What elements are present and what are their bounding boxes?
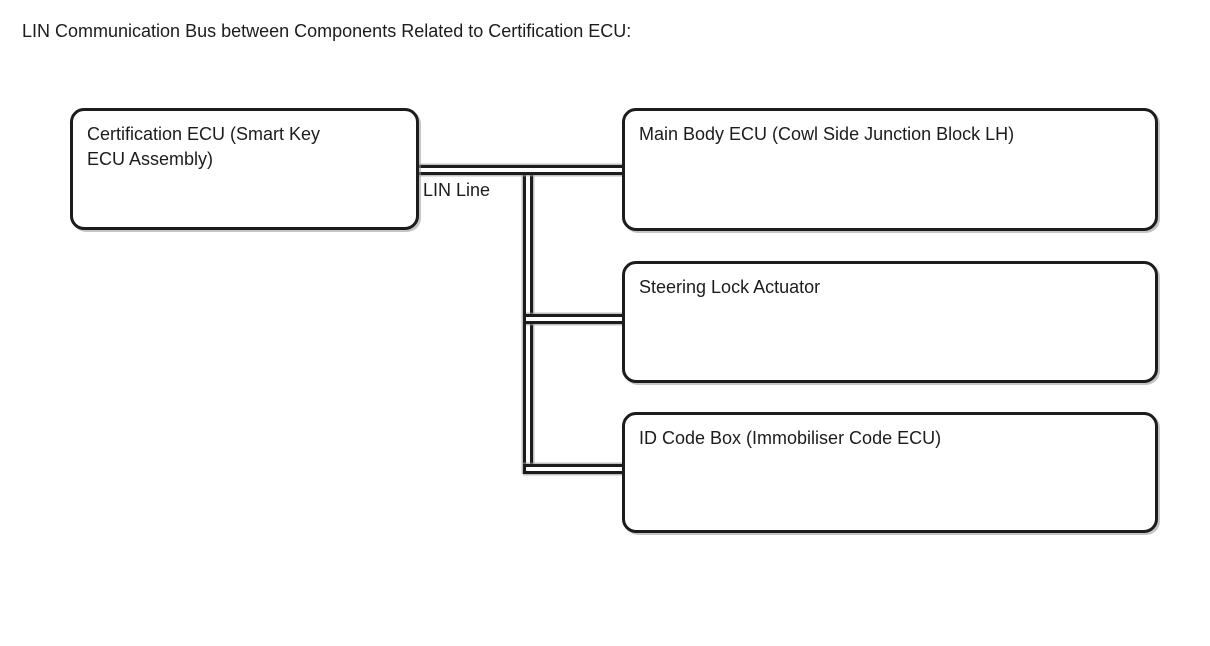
lin-line-label: LIN Line bbox=[423, 180, 491, 200]
node-id-code-box: ID Code Box (Immobiliser Code ECU) bbox=[622, 412, 1158, 533]
node-main-body-ecu: Main Body ECU (Cowl Side Junction Block … bbox=[622, 108, 1158, 231]
node-certification-ecu-label: Certification ECU (Smart Key ECU Assembl… bbox=[87, 124, 321, 169]
lin-bus-branch-id-code-box-line bbox=[523, 464, 626, 474]
node-main-body-ecu-label: Main Body ECU (Cowl Side Junction Block … bbox=[639, 124, 1015, 144]
lin-bus-main-line bbox=[416, 165, 626, 175]
node-certification-ecu: Certification ECU (Smart Key ECU Assembl… bbox=[70, 108, 419, 230]
page-title: LIN Communication Bus between Components… bbox=[22, 21, 632, 41]
node-id-code-box-label: ID Code Box (Immobiliser Code ECU) bbox=[639, 428, 942, 448]
node-steering-lock-actuator: Steering Lock Actuator bbox=[622, 261, 1158, 383]
node-steering-lock-actuator-label: Steering Lock Actuator bbox=[639, 277, 821, 297]
lin-bus-branch-steering-lock-line bbox=[526, 314, 626, 324]
